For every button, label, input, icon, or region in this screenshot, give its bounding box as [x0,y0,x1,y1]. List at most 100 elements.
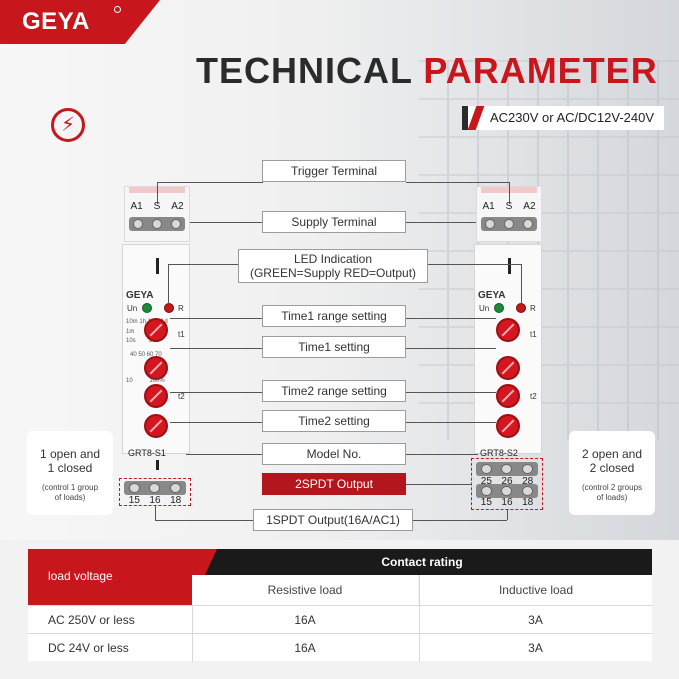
right-relay-body [474,244,542,454]
right-box-line1: 2 open and [581,447,643,461]
callout-time1-range: Time1 range setting [262,305,406,327]
callout-1spdt-output: 1SPDT Output(16A/AC1) [253,509,413,531]
left-time2-range-knob[interactable] [144,384,168,408]
terminal-26: 26 [501,476,513,487]
right-time1-setting-knob[interactable] [496,356,520,380]
time1-setting-line-right [406,348,496,349]
left-relay-slot-bottom [156,460,159,470]
time2-range-line-right [406,392,496,393]
left-time2-setting-knob[interactable] [144,414,168,438]
right-t2-label: t2 [530,392,537,401]
row-divider [192,634,193,662]
left-output-highlight [119,478,191,506]
row-divider [419,634,420,662]
row-resistive: 16A [294,641,316,655]
left-box-line2: 1 closed [47,461,93,475]
left-time1-setting-knob[interactable] [144,356,168,380]
left-red-led [164,303,174,313]
terminal-s: S [153,201,161,212]
model-line-right [406,454,478,455]
right-relay-slot [508,258,511,274]
led-line-right [428,264,522,265]
right-bottom-screws [476,484,538,498]
row-divider [192,606,193,634]
right-relay-brand: GEYA [478,290,506,301]
right-time1-range-knob[interactable] [496,318,520,342]
callout-time1-setting: Time1 setting [262,336,406,358]
logo: GEYA [22,8,90,35]
callout-supply-terminal: Supply Terminal [262,211,406,233]
terminal-a1: A1 [482,201,495,212]
time1-range-line-left [170,318,262,319]
right-led-label-un: Un [479,304,490,313]
supply-line-right [406,222,476,223]
terminal-28: 28 [522,476,534,487]
terminal-s: S [505,201,513,212]
row-inductive: 3A [528,641,543,655]
right-box-line2: 2 closed [589,461,635,475]
right-box-sub1: (control 2 groups [581,483,643,492]
left-setting-scale-2: 10 100% [126,378,165,384]
left-time1-range-knob[interactable] [144,318,168,342]
row-inductive: 3A [528,613,543,627]
row-voltage: DC 24V or less [48,641,129,655]
trigger-line-right-drop [509,182,510,204]
right-time2-range-knob[interactable] [496,384,520,408]
load-voltage-label: load voltage [48,569,113,583]
contact-rating-header: Contact rating [192,549,652,575]
time2-range-line-left [170,392,262,393]
supply-line-left [190,222,263,223]
left-t2-label: t2 [178,392,185,401]
terminal-a1: A1 [130,201,143,212]
right-top-terminal-labels: A1 S A2 [477,201,541,212]
callout-time2-range: Time2 range setting [262,380,406,402]
right-box-sub2: of loads) [596,493,628,502]
left-box-sub: (control 1 group of loads) [27,483,113,503]
trigger-line-left-drop [157,182,158,204]
voltage-badge: AC230V or AC/DC12V-240V [462,106,665,130]
registered-icon [114,6,121,13]
right-mid-terminal-labels: 25 26 28 [476,476,538,487]
contact-rating-label: Contact rating [381,555,463,569]
trigger-line-left [157,182,263,183]
terminal-a2: A2 [523,201,536,212]
callout-model-no: Model No. [262,443,406,465]
terminal-25: 25 [480,476,492,487]
right-red-led [516,303,526,313]
time1-range-line-right [406,318,496,319]
callout-led-indication: LED Indication (GREEN=Supply RED=Output) [238,249,428,283]
terminal-16: 16 [501,497,513,508]
left-relay-brand: GEYA [126,290,154,301]
output1-line-drop [155,506,156,520]
time2-setting-line-left [170,422,262,423]
left-box-line1: 1 open and [39,447,101,461]
right-t1-label: t1 [530,330,537,339]
output1-line-right [413,520,507,521]
terminal-18: 18 [170,495,182,506]
left-box-sub2: of loads) [54,493,86,502]
row-divider [419,606,420,634]
led-line-left-drop [168,264,169,304]
left-range-scale-3: 10s 30d [126,338,160,344]
left-box-main: 1 open and 1 closed [27,447,113,475]
right-model-label: GRT8-S2 [480,448,518,458]
right-green-led [494,303,504,313]
left-box-sub1: (control 1 group [41,483,99,492]
callout-2spdt-output: 2SPDT Output [262,473,406,495]
output1-line-right-rise [507,510,508,520]
left-range-scale-2: 1m 10d [126,329,160,335]
left-setting-scale: 40 50 60 70 [130,352,162,358]
left-top-screws [129,217,185,231]
table-header: load voltage Contact rating Resistive lo… [28,549,652,605]
callout-time2-setting: Time2 setting [262,410,406,432]
left-led-label-r: R [178,304,184,313]
contact-rating-table: load voltage Contact rating Resistive lo… [28,549,652,662]
trigger-line-right [406,182,510,183]
row-resistive: 16A [294,613,316,627]
output2-line [406,484,472,485]
right-output-highlight [471,458,543,510]
model-line-left [186,454,262,455]
time1-setting-line-left [170,348,262,349]
right-time2-setting-knob[interactable] [496,414,520,438]
left-green-led [142,303,152,313]
